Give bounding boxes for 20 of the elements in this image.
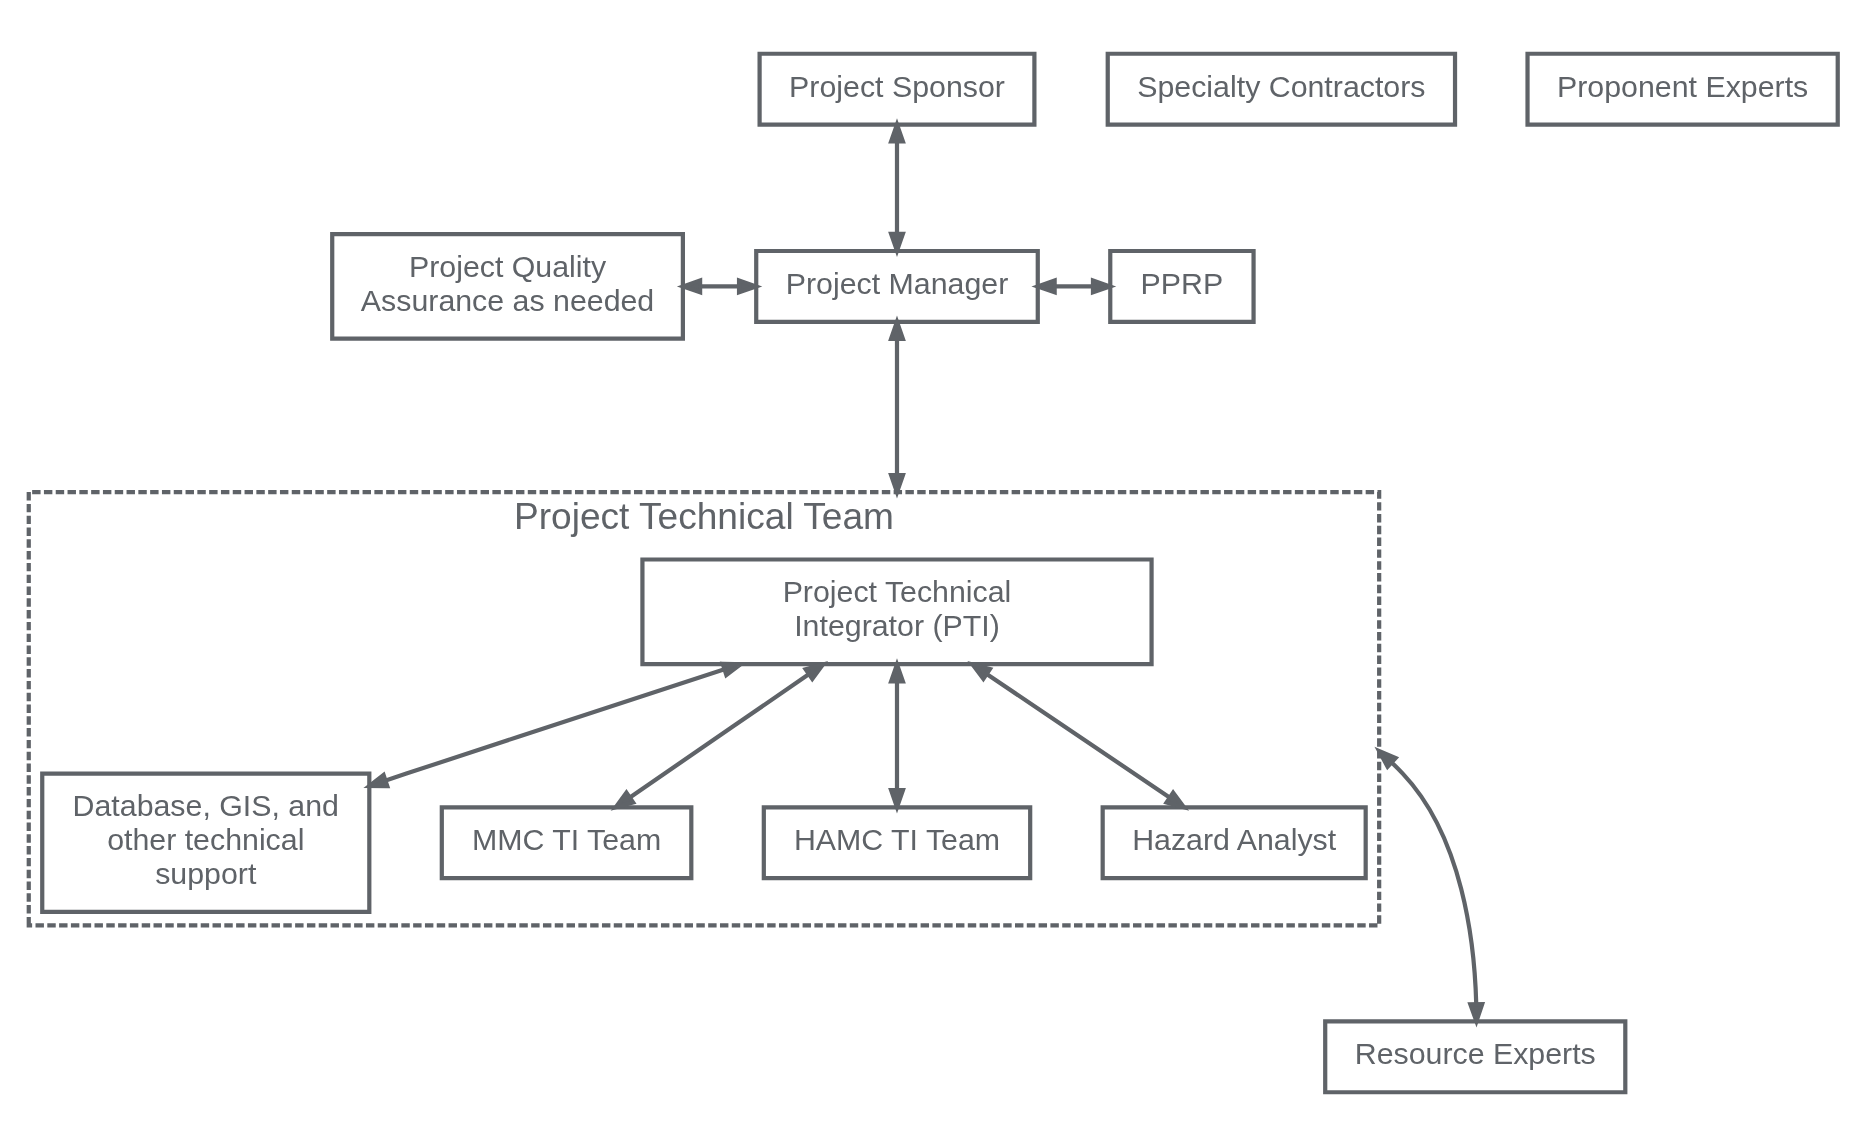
arrow [1374,746,1486,1028]
arrow [888,657,906,813]
arrow [967,660,1190,811]
node-box: Specialty Contractors [1105,51,1458,127]
node-box: Resource Experts [1323,1018,1628,1094]
node-box: Database, GIS, and other technical support [40,771,372,914]
node-box: Project Technical Integrator (PTI) [640,556,1154,666]
node-box: MMC TI Team [439,804,694,880]
arrow [676,277,763,295]
node-box: Project Manager [754,248,1040,324]
arrow [610,660,829,811]
node-box: Project Sponsor [757,51,1037,127]
node-box: Project Quality Assurance as needed [330,231,685,341]
arrow [888,315,906,498]
node-box: HAMC TI Team [761,804,1033,880]
node-box: Hazard Analyst [1100,804,1368,880]
node-box: PPRP [1108,248,1256,324]
arrow [1031,277,1117,295]
arrow [888,117,906,257]
node-box: Proponent Experts [1525,51,1840,127]
